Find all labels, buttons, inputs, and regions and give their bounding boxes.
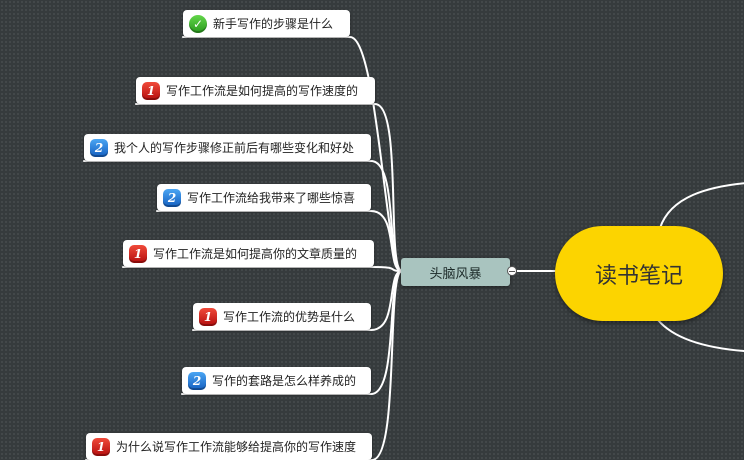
subtopic-label: 写作工作流是如何提高你的文章质量的 xyxy=(153,247,358,261)
connector-line xyxy=(135,103,403,272)
subtopic-label: 写作工作流的优势是什么 xyxy=(223,310,356,324)
connector-line xyxy=(156,210,403,272)
priority-2-icon: 2 xyxy=(90,138,108,157)
subtopic-label: 写作工作流是如何提高的写作速度的 xyxy=(166,84,359,98)
central-outer-arc xyxy=(659,182,744,229)
subtopic-5[interactable]: 1 写作工作流是如何提高你的文章质量的 xyxy=(123,240,374,267)
central-topic[interactable]: 读书笔记 xyxy=(555,226,723,321)
connector-line xyxy=(83,160,403,272)
subtopic-label: 新手写作的步骤是什么 xyxy=(213,17,334,31)
subtopic-3[interactable]: 2 我个人的写作步骤修正前后有哪些变化和好处 xyxy=(84,134,371,161)
priority-1-icon: 1 xyxy=(92,437,110,456)
subtopic-6[interactable]: 1 写作工作流的优势是什么 xyxy=(193,303,371,330)
collapse-toggle-icon[interactable] xyxy=(507,266,517,276)
subtopic-4[interactable]: 2 写作工作流给我带来了哪些惊喜 xyxy=(157,184,371,211)
connector-line xyxy=(85,270,403,460)
subtopic-label: 写作工作流给我带来了哪些惊喜 xyxy=(187,191,356,205)
subtopic-7[interactable]: 2 写作的套路是怎么样养成的 xyxy=(182,367,371,394)
central-topic-label: 读书笔记 xyxy=(594,263,683,289)
subtopic-label: 写作的套路是怎么样养成的 xyxy=(212,374,357,388)
subtopic-label: 我个人的写作步骤修正前后有哪些变化和好处 xyxy=(114,141,355,155)
connector-line xyxy=(122,266,403,272)
main-branch-label: 头脑风暴 xyxy=(429,266,482,282)
central-outer-arc-lower xyxy=(657,319,744,353)
subtopic-1[interactable]: ✓ 新手写作的步骤是什么 xyxy=(183,10,350,37)
priority-1-icon: 1 xyxy=(199,307,217,326)
priority-2-icon: 2 xyxy=(163,188,181,207)
priority-2-icon: 2 xyxy=(188,371,206,390)
subtopic-2[interactable]: 1 写作工作流是如何提高的写作速度的 xyxy=(136,77,375,104)
subtopic-label: 为什么说写作工作流能够给提高你的写作速度 xyxy=(116,440,357,454)
priority-1-icon: 1 xyxy=(142,81,160,100)
task-done-icon: ✓ xyxy=(189,14,207,33)
priority-1-icon: 1 xyxy=(129,244,147,263)
main-branch-topic[interactable]: 头脑风暴 xyxy=(401,258,510,286)
subtopic-8[interactable]: 1 为什么说写作工作流能够给提高你的写作速度 xyxy=(86,433,372,460)
